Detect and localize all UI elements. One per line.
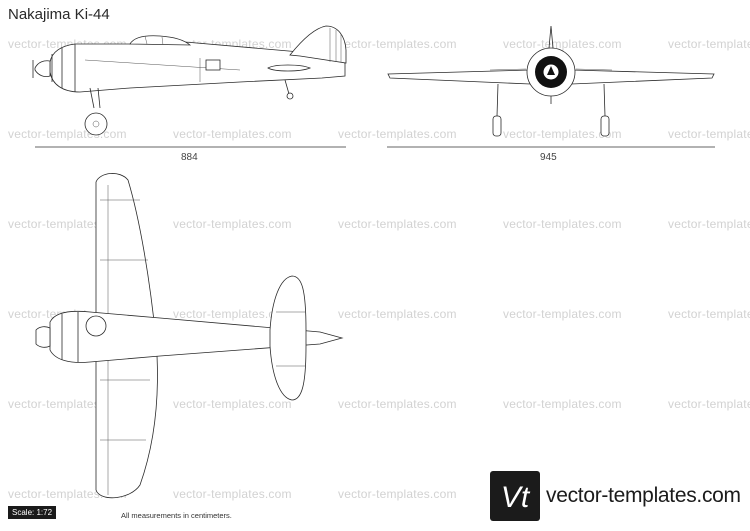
side-view-length-label: 884 [181,152,198,163]
vt-logo-icon: Vt [490,471,540,521]
front-view [387,25,715,148]
side-view [32,25,347,148]
front-view-span-label: 945 [540,152,557,163]
top-view [35,173,344,499]
page-title: Nakajima Ki-44 [8,6,110,23]
logo-text: vector-templates.com [546,484,741,507]
vt-logo-letters: Vt [501,481,531,514]
scale-badge: Scale: 1:72 [8,506,57,519]
measurement-note: All measurements in centimeters. [121,511,232,520]
vt-logo-mark: Vt [501,481,531,514]
